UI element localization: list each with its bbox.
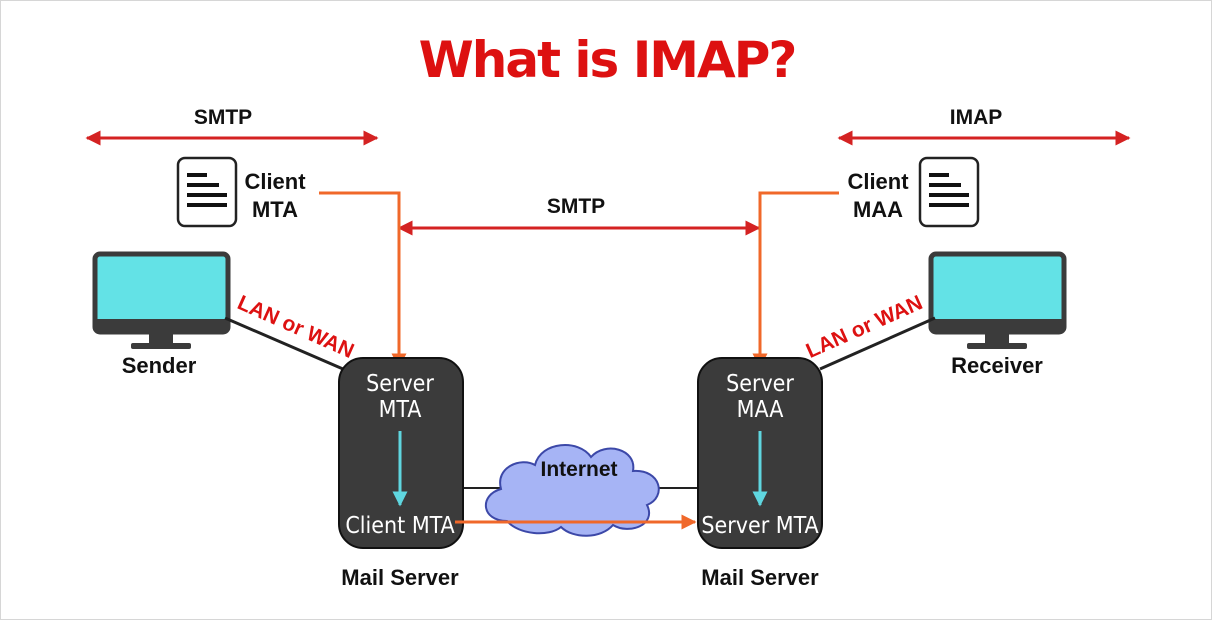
receiver-link-label: LAN or WAN bbox=[803, 291, 926, 363]
client-to-server-maa-arrow bbox=[752, 191, 839, 369]
smtp-left-label: SMTP bbox=[194, 106, 252, 129]
sender-monitor-icon bbox=[92, 251, 231, 349]
sender-label: Sender bbox=[122, 353, 197, 378]
sender-link-line bbox=[224, 316, 344, 371]
right-server-top-line2: MAA bbox=[737, 397, 784, 423]
client-to-server-mta-arrow bbox=[319, 191, 407, 369]
right-server-top-line1: Server bbox=[726, 371, 794, 397]
document-icon-left bbox=[176, 156, 238, 228]
sender-link-label: LAN or WAN bbox=[234, 291, 357, 363]
left-server-top-line1: Server bbox=[366, 371, 434, 397]
client-mta-line2: MTA bbox=[252, 197, 298, 222]
left-server-bottom-label: Client MTA bbox=[345, 513, 454, 539]
smtp-middle-label: SMTP bbox=[547, 195, 605, 218]
right-mail-server-caption: Mail Server bbox=[701, 565, 819, 590]
client-maa-line2: MAA bbox=[853, 197, 903, 222]
receiver-link-line bbox=[819, 316, 936, 371]
page-title: What is IMAP? bbox=[419, 31, 796, 89]
internet-label: Internet bbox=[540, 458, 617, 481]
client-maa-line1: Client bbox=[847, 169, 909, 194]
document-icon-right bbox=[918, 156, 980, 228]
right-server-bottom-label: Server MTA bbox=[701, 513, 818, 539]
internet-cloud-icon bbox=[484, 444, 660, 537]
imap-right-label: IMAP bbox=[950, 106, 1003, 129]
client-mta-line1: Client bbox=[244, 169, 306, 194]
receiver-label: Receiver bbox=[951, 353, 1043, 378]
receiver-monitor-icon bbox=[928, 251, 1067, 349]
left-mail-server-caption: Mail Server bbox=[341, 565, 459, 590]
left-server-top-line2: MTA bbox=[379, 397, 422, 423]
